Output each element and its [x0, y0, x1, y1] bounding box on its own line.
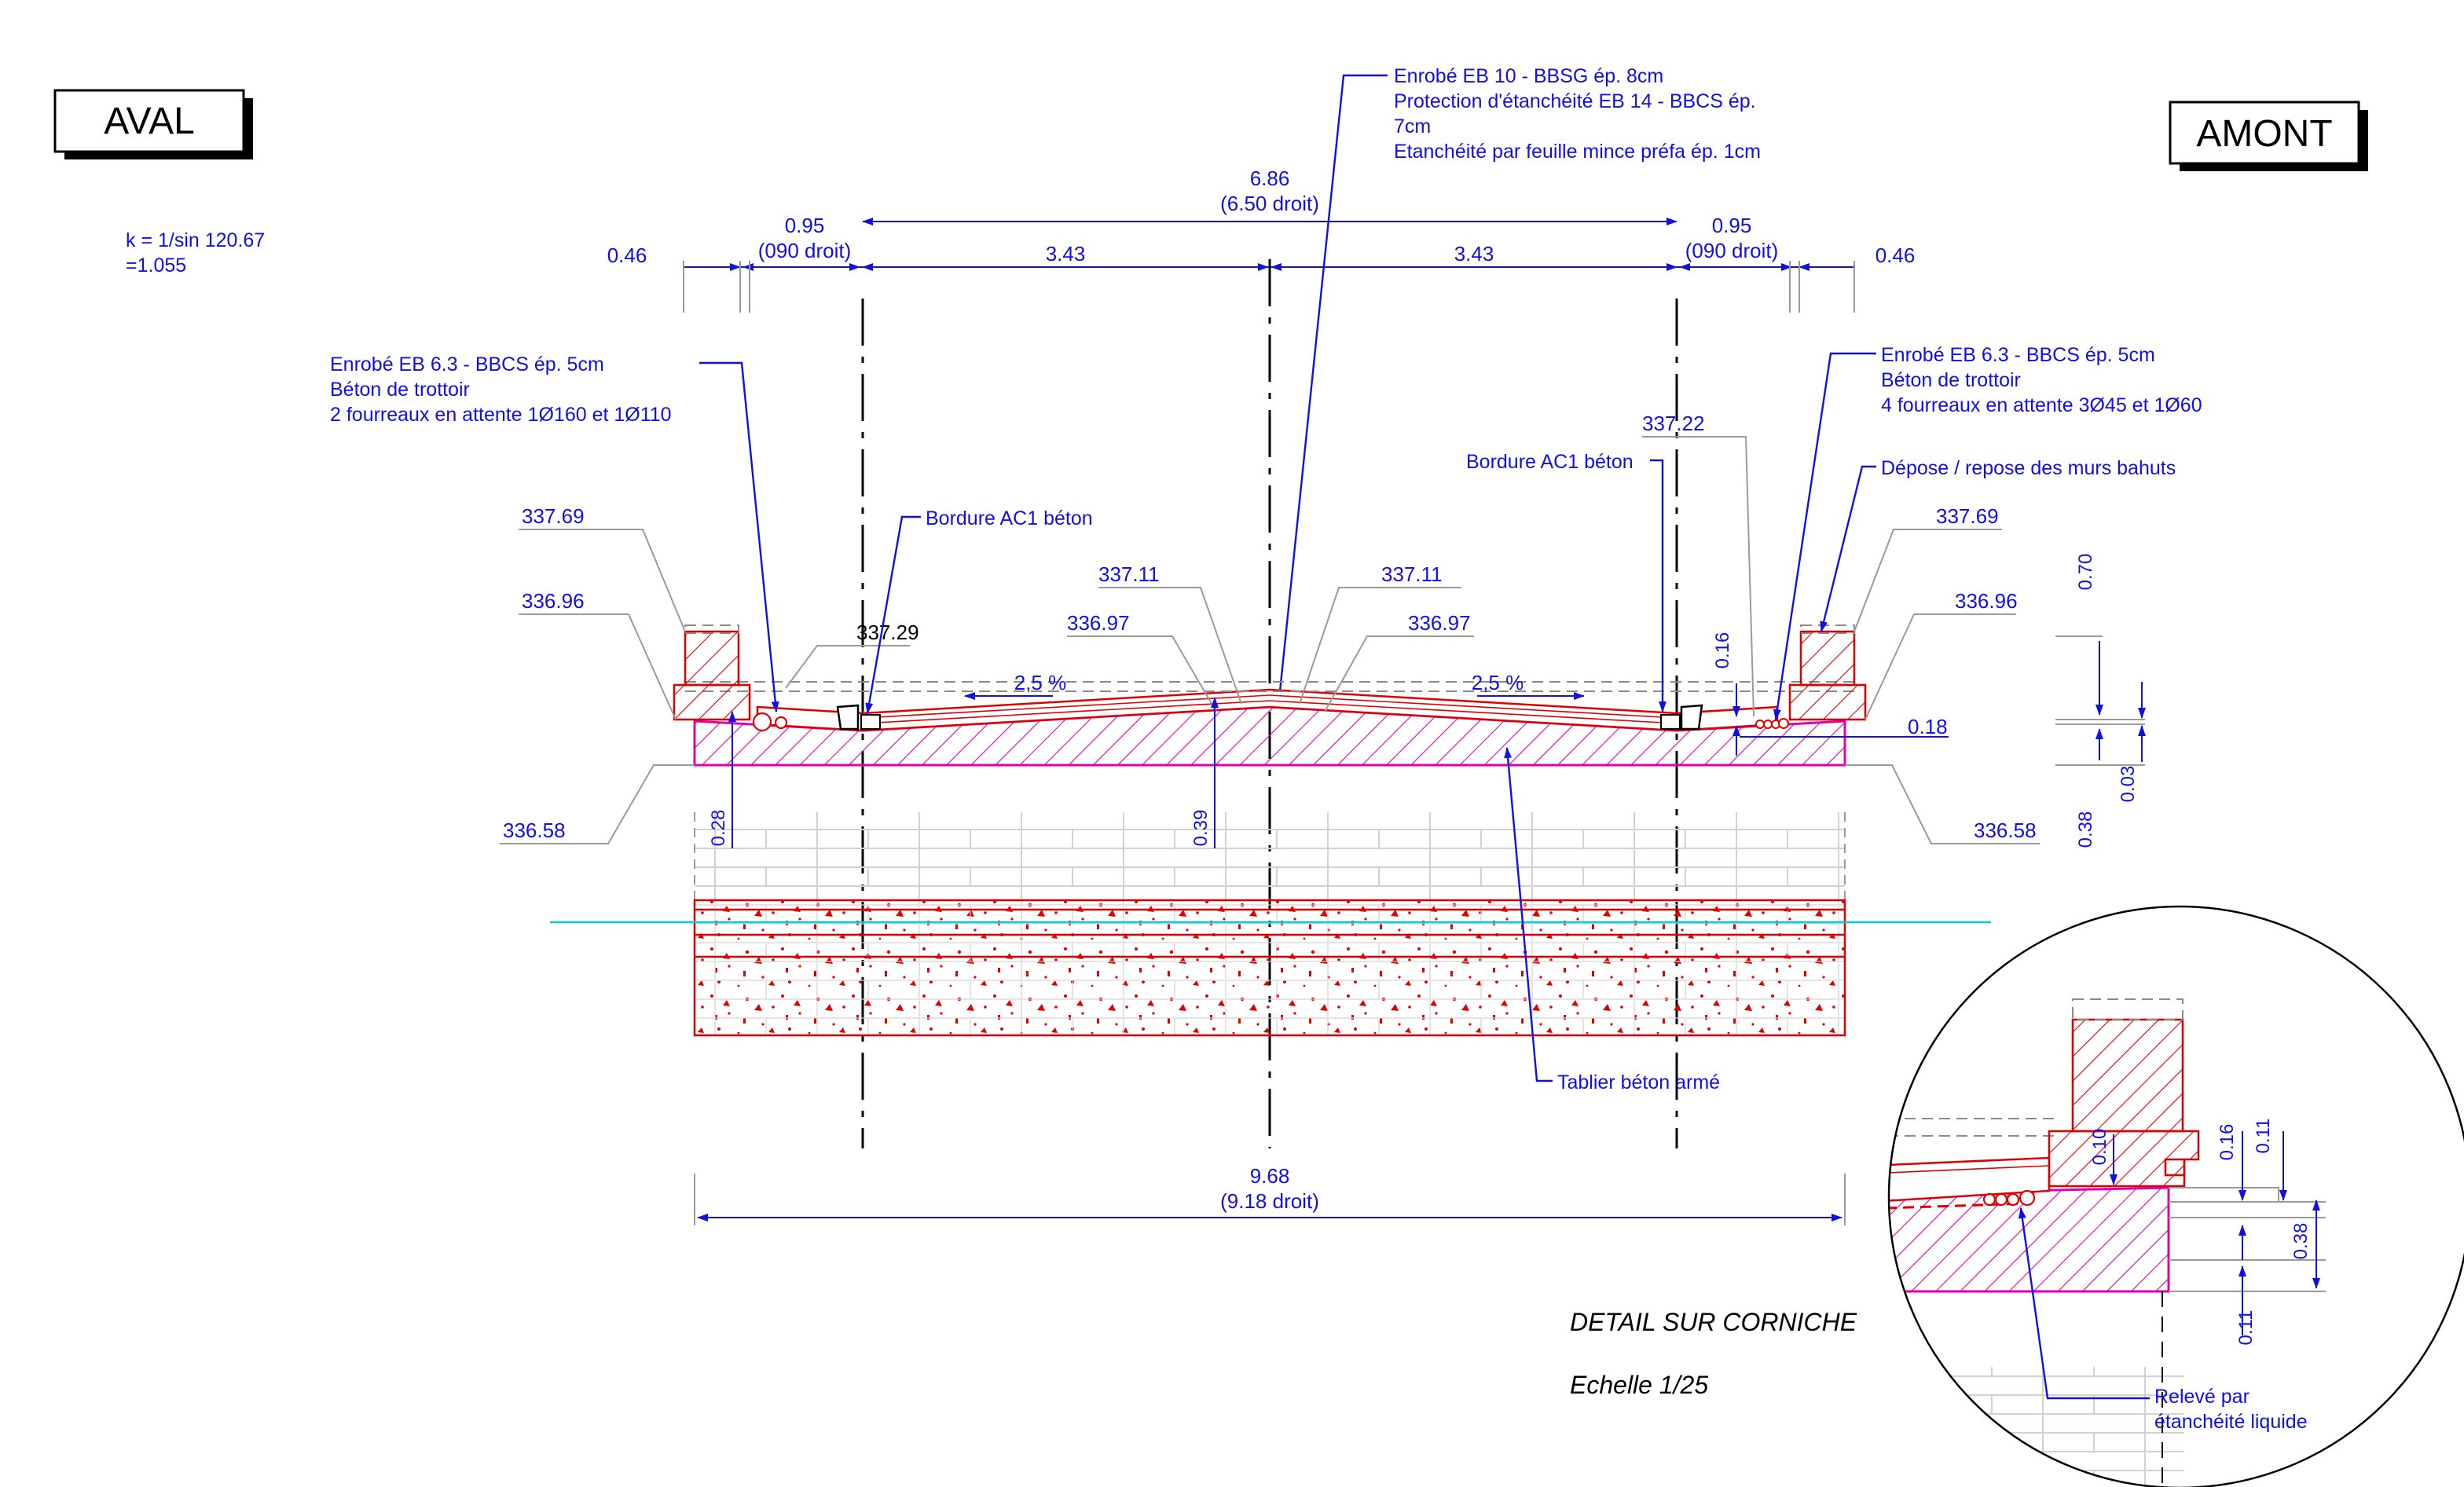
amont-tag: AMONT	[2169, 101, 2368, 171]
k-factor-line1: k = 1/sin 120.67	[126, 229, 265, 251]
elev-336-96-left: 336.96	[522, 589, 585, 613]
elev-337-29: 337.29	[856, 621, 919, 644]
detail-title: DETAIL SUR CORNICHE	[1570, 1308, 1857, 1336]
note-left-3: 2 fourreaux en attente 1Ø160 et 1Ø110	[330, 404, 672, 426]
aval-label: AVAL	[104, 101, 195, 142]
note-right-3: 4 fourreaux en attente 3Ø45 et 1Ø60	[1881, 394, 2202, 416]
dim-side-038: 0.38	[2075, 811, 2096, 848]
dim-h-center: 0.39	[1190, 810, 1212, 847]
k-factor-line2: =1.055	[126, 255, 186, 277]
elev-336-58-right: 336.58	[1974, 819, 2037, 842]
dim-total-bottom: 9.68	[1250, 1164, 1290, 1188]
side-dimensions	[2055, 635, 2146, 766]
slope-right: 2,5 %	[1472, 671, 1524, 694]
note-left-1: Enrobé EB 6.3 - BBCS ép. 5cm	[330, 353, 604, 375]
dim-left-side: 0.95	[785, 214, 825, 237]
detail-scale: Echelle 1/25	[1570, 1371, 1708, 1399]
leader-depose	[1820, 465, 1876, 632]
top-dimensions	[683, 218, 1855, 313]
dim-right-side: 0.95	[1712, 214, 1752, 237]
note-top-4: Etanchéité par feuille mince préfa ép. 1…	[1394, 141, 1761, 163]
dim-side-003: 0.03	[2118, 766, 2139, 803]
leader-left-note	[699, 361, 779, 712]
note-left-2: Béton de trottoir	[330, 379, 470, 401]
leader-detail-note	[2018, 1207, 2150, 1400]
amont-label: AMONT	[2196, 113, 2332, 155]
elev-336-96-right: 336.96	[1955, 589, 2018, 613]
note-bordure-right: Bordure AC1 béton	[1466, 451, 1634, 473]
dim-total-top: 6.86	[1250, 167, 1290, 190]
note-right-2: Béton de trottoir	[1881, 369, 2021, 391]
note-top-2: Protection d'étanchéité EB 14 - BBCS ép.	[1394, 90, 1756, 112]
elev-336-97-left: 336.97	[1067, 611, 1130, 635]
dim-h-right-016: 0.16	[1712, 632, 1733, 669]
conduit-160	[752, 712, 772, 732]
elev-336-97-right: 336.97	[1408, 611, 1471, 635]
slope-left: 2,5 %	[1014, 671, 1067, 694]
detail-dim-038: 0.38	[2290, 1223, 2312, 1260]
dim-h-right-018: 0.18	[1908, 715, 1948, 738]
bordure-right	[1680, 704, 1703, 731]
detail-dim-016: 0.16	[2216, 1124, 2238, 1161]
note-bordure-left: Bordure AC1 béton	[926, 507, 1093, 529]
elev-337-11-right: 337.11	[1381, 562, 1443, 586]
leader-tablier	[1504, 747, 1553, 1082]
bordure-left	[836, 704, 860, 731]
dim-total-top-sub: (6.50 droit)	[1220, 192, 1319, 215]
elev-336-58-left: 336.58	[503, 819, 566, 842]
dim-right-side-sub: (090 droit)	[1685, 239, 1779, 262]
elev-337-69-left: 337.69	[522, 504, 585, 528]
dim-half-right: 3.43	[1454, 242, 1494, 266]
note-right-1: Enrobé EB 6.3 - BBCS ép. 5cm	[1881, 344, 2155, 366]
note-tablier: Tablier béton armé	[1557, 1071, 1720, 1093]
note-top-1: Enrobé EB 10 - BBSG ép. 8cm	[1394, 65, 1663, 87]
dim-total-bottom-sub: (9.18 droit)	[1220, 1189, 1319, 1213]
detail-dim-011a: 0.11	[2253, 1119, 2274, 1154]
detail-dim-011b: 0.11	[2235, 1310, 2257, 1346]
detail-note-1: Relevé par	[2154, 1386, 2250, 1408]
leader-bordure-left	[865, 515, 921, 714]
elev-337-22: 337.22	[1642, 412, 1705, 435]
leader-right-note	[1773, 352, 1876, 720]
deck-section	[550, 624, 1991, 1037]
dim-left-edge: 0.46	[607, 244, 647, 267]
detail-dim-010: 0.10	[2089, 1129, 2110, 1166]
dim-left-side-sub: (090 droit)	[758, 239, 852, 262]
conduit-110	[774, 716, 788, 730]
dim-right-edge: 0.46	[1876, 244, 1916, 267]
dim-side-070: 0.70	[2075, 554, 2096, 591]
detail-note-2: étanchéité liquide	[2154, 1411, 2308, 1433]
aval-tag: AVAL	[53, 89, 253, 159]
elev-337-11-left: 337.11	[1098, 562, 1160, 586]
dim-half-left: 3.43	[1046, 242, 1086, 266]
note-depose: Dépose / repose des murs bahuts	[1881, 457, 2176, 479]
dim-h-left: 0.28	[708, 810, 729, 847]
leader-top-note	[1278, 74, 1388, 700]
note-top-3: 7cm	[1394, 115, 1431, 137]
elev-337-69-right: 337.69	[1936, 504, 1999, 528]
leader-bordure-right	[1650, 459, 1666, 712]
